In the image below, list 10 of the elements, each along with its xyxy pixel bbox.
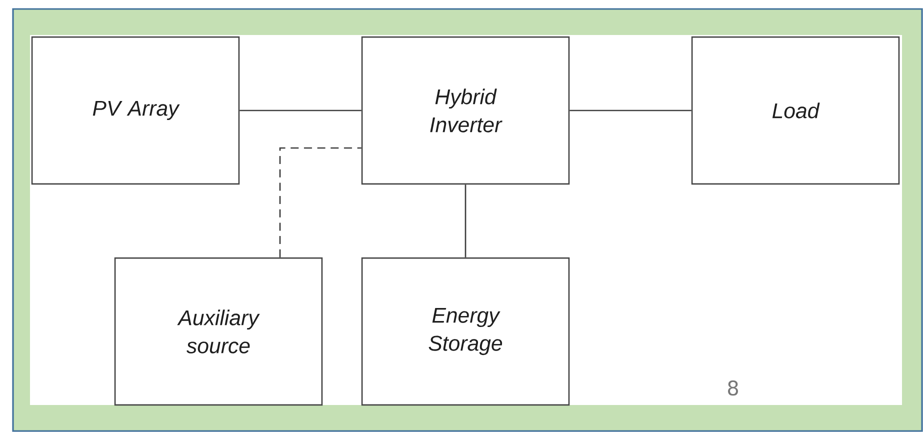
connector-line	[570, 110, 692, 112]
connector-line	[240, 110, 362, 112]
block-box: Load	[691, 36, 900, 185]
page-number: 8	[728, 380, 738, 396]
connector-line	[279, 147, 362, 258]
block-box: Hybrid Inverter	[361, 36, 570, 185]
block-box: Energy Storage	[361, 257, 570, 406]
block-box: PV Array	[31, 36, 240, 185]
connector-line	[464, 184, 466, 258]
block-box: Auxiliary source	[114, 257, 323, 406]
